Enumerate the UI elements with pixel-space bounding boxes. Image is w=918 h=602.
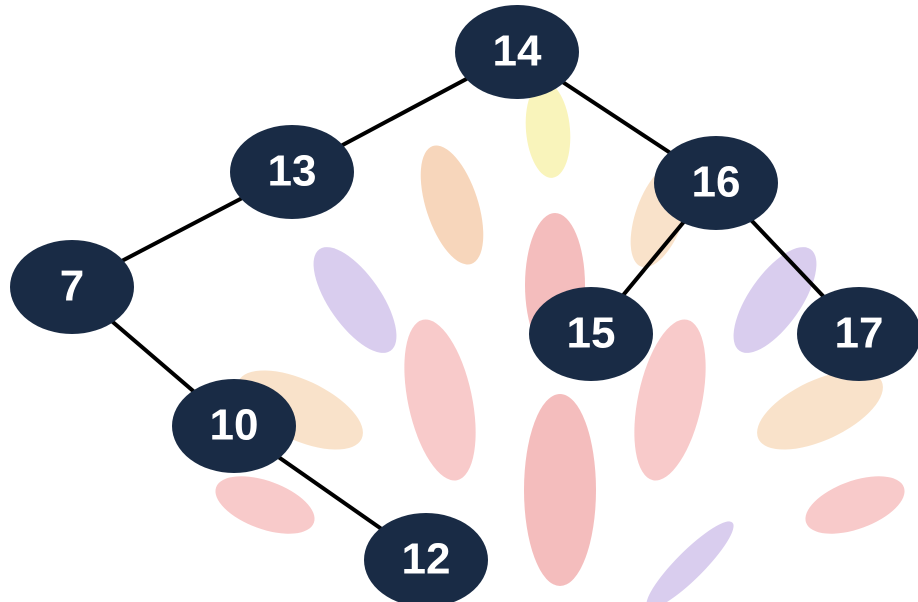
tree-node-12: 12 <box>364 513 488 602</box>
node-circle <box>10 240 134 334</box>
node-label: 16 <box>692 158 741 207</box>
node-label: 13 <box>268 147 317 196</box>
node-circle <box>654 136 778 230</box>
tree-node-14: 14 <box>455 5 579 99</box>
node-label: 10 <box>210 401 259 450</box>
tree-node-15: 15 <box>529 287 653 381</box>
node-circle <box>529 287 653 381</box>
watermark-petal <box>646 521 734 602</box>
node-circle <box>797 287 918 381</box>
node-label: 17 <box>835 309 884 358</box>
node-circle <box>230 125 354 219</box>
node-label: 14 <box>493 27 542 76</box>
watermark-petal <box>525 82 571 178</box>
node-circle <box>455 5 579 99</box>
watermark-petal <box>524 394 596 586</box>
watermark-petal <box>733 247 817 353</box>
watermark-petal <box>404 319 476 481</box>
tree-node-7: 7 <box>10 240 134 334</box>
watermark-petal <box>215 476 315 534</box>
tree-node-13: 13 <box>230 125 354 219</box>
node-circle <box>172 379 296 473</box>
watermark-petal <box>805 476 905 534</box>
tree-node-10: 10 <box>172 379 296 473</box>
tree-nodes: 14 13 16 7 15 17 10 12 <box>10 5 918 602</box>
tree-node-17: 17 <box>797 287 918 381</box>
watermark-petal <box>420 145 484 265</box>
tree-node-16: 16 <box>654 136 778 230</box>
node-circle <box>364 513 488 602</box>
watermark-petal <box>757 370 883 450</box>
node-label: 15 <box>567 309 616 358</box>
node-label: 12 <box>402 535 451 584</box>
watermark-petal <box>313 247 397 353</box>
node-label: 7 <box>60 262 84 311</box>
tree-edges <box>70 50 861 562</box>
watermark-petal <box>634 319 706 481</box>
